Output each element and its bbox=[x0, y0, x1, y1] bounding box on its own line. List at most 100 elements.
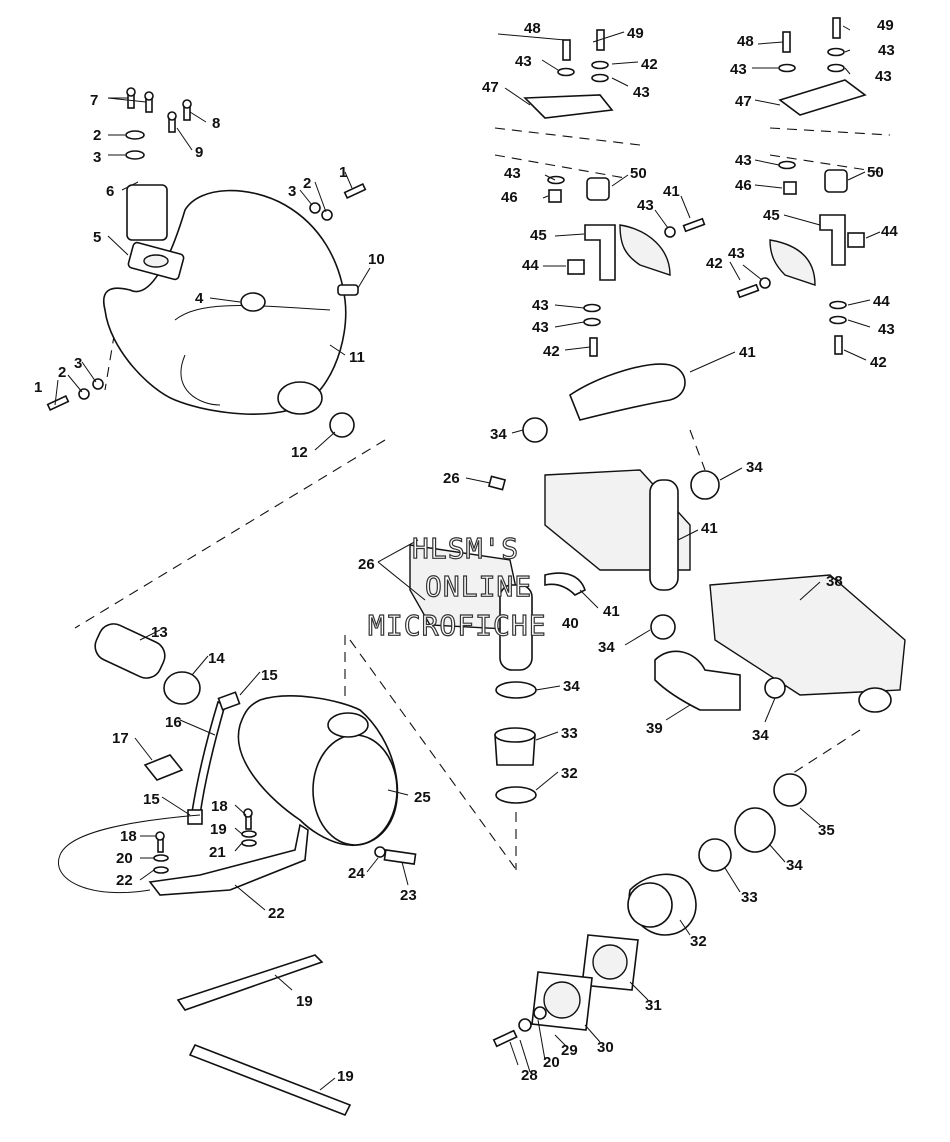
callout-41: 42 bbox=[543, 343, 560, 360]
callout-2: 2 bbox=[303, 175, 311, 192]
pad-44-left bbox=[567, 259, 585, 275]
clamp-34-mid bbox=[650, 614, 676, 640]
callout-15: 15 bbox=[261, 667, 278, 684]
pad-17 bbox=[143, 754, 184, 781]
callout-12: 12 bbox=[291, 444, 308, 461]
clamp-32-lower bbox=[698, 838, 732, 872]
callout-7: 7 bbox=[90, 92, 98, 109]
callout-48: 48 bbox=[524, 20, 541, 37]
watermark: HLSM'S ONLINE MICROFICHE bbox=[367, 531, 546, 642]
bolt-48-right bbox=[782, 31, 791, 53]
callout-26: 26 bbox=[443, 470, 460, 487]
callout-15: 15 bbox=[143, 791, 160, 808]
leader-lines bbox=[54, 25, 881, 1091]
bracket-23 bbox=[383, 849, 417, 865]
callout-2: 2 bbox=[93, 127, 101, 144]
rubber-mount-right bbox=[769, 239, 816, 286]
callout-29: 30 bbox=[597, 1039, 614, 1056]
callout-23: 23 bbox=[400, 887, 417, 904]
cooler-39-outlet bbox=[649, 479, 679, 591]
callout-40: 41 bbox=[739, 344, 756, 361]
callout-8: 8 bbox=[212, 115, 220, 132]
coupler-33-lower bbox=[734, 807, 776, 853]
callout-25: 25 bbox=[414, 789, 431, 806]
callout-47: 47 bbox=[735, 93, 752, 110]
callout-50: 50 bbox=[867, 164, 884, 181]
seal-38 bbox=[544, 572, 586, 596]
callout-1: 1 bbox=[339, 164, 347, 181]
bolt-49-right bbox=[832, 17, 841, 39]
clamp-34-top-left bbox=[522, 417, 548, 443]
clamp-34-lower bbox=[773, 773, 807, 807]
elbow-36 bbox=[654, 650, 741, 711]
bracket-45-left bbox=[584, 224, 616, 281]
callout-37: 40 bbox=[562, 615, 579, 632]
chamber-outlet bbox=[277, 381, 323, 415]
assembly-dashed-lines bbox=[74, 127, 891, 870]
callout-42: 43 bbox=[532, 319, 549, 336]
callout-3: 3 bbox=[74, 355, 82, 372]
clamp-14 bbox=[163, 671, 201, 705]
bracket-47-right bbox=[778, 79, 867, 116]
callout-6: 6 bbox=[106, 183, 114, 200]
silencer-inlet bbox=[327, 712, 369, 738]
clamp-32-mid bbox=[495, 786, 537, 804]
callout-45: 45 bbox=[530, 227, 547, 244]
callout-34: 34 bbox=[490, 426, 507, 443]
outlet-assembly bbox=[492, 773, 807, 1048]
callout-30: 31 bbox=[645, 997, 662, 1014]
callout-34: 34 bbox=[752, 727, 769, 744]
tag-26 bbox=[487, 475, 507, 491]
callout-9: 9 bbox=[195, 144, 203, 161]
spacer-50-left bbox=[586, 177, 610, 201]
hull-outline bbox=[58, 814, 201, 894]
callout-19: 20 bbox=[116, 850, 133, 867]
callout-20: 21 bbox=[209, 844, 226, 861]
water-fitting bbox=[337, 284, 359, 296]
callout-43: 44 bbox=[873, 293, 890, 310]
expansion-chamber bbox=[103, 189, 347, 415]
chamber-port bbox=[240, 292, 266, 312]
callout-49: 49 bbox=[627, 25, 644, 42]
cooler-37 bbox=[409, 544, 526, 631]
clip-15-bottom bbox=[187, 809, 203, 825]
callout-33: 34 bbox=[786, 857, 803, 874]
bracket-47-left bbox=[523, 94, 614, 119]
pad-44-right bbox=[847, 232, 865, 248]
fasteners-upper-left bbox=[46, 87, 367, 412]
cooler-35 bbox=[709, 574, 906, 696]
callout-33: 33 bbox=[561, 725, 578, 742]
expansion-chamber-assembly bbox=[46, 87, 367, 438]
bolt-48-left bbox=[562, 39, 571, 61]
callout-46: 46 bbox=[735, 177, 752, 194]
nut-24 bbox=[374, 846, 386, 858]
callout-43: 43 bbox=[633, 84, 650, 101]
callout-34: 34 bbox=[746, 459, 763, 476]
bracket-45-right bbox=[819, 214, 846, 266]
manifold-flange bbox=[126, 184, 168, 241]
callout-3: 3 bbox=[288, 183, 296, 200]
watermark-line2: ONLINE bbox=[425, 570, 532, 603]
callout-43: 43 bbox=[875, 68, 892, 85]
callout-50: 50 bbox=[630, 165, 647, 182]
callout-31: 32 bbox=[690, 933, 707, 950]
callout-48: 48 bbox=[737, 33, 754, 50]
callout-46: 46 bbox=[501, 189, 518, 206]
callout-2: 2 bbox=[58, 364, 66, 381]
callout-11: 11 bbox=[349, 349, 365, 366]
callout-42: 42 bbox=[641, 56, 658, 73]
strip-22-upper bbox=[176, 954, 324, 1011]
callout-34: 35 bbox=[818, 822, 835, 839]
clamp-34-top-right bbox=[690, 470, 720, 500]
callout-43: 43 bbox=[504, 165, 521, 182]
silencer-assembly bbox=[58, 623, 417, 1117]
strip-22-lower bbox=[188, 1043, 352, 1117]
callout-47: 47 bbox=[482, 79, 499, 96]
callout-1: 1 bbox=[34, 379, 42, 396]
callout-19: 20 bbox=[543, 1054, 560, 1071]
callout-43: 43 bbox=[735, 152, 752, 169]
callout-42: 43 bbox=[878, 42, 895, 59]
callout-21: 22 bbox=[268, 905, 285, 922]
callout-44: 44 bbox=[522, 257, 539, 274]
